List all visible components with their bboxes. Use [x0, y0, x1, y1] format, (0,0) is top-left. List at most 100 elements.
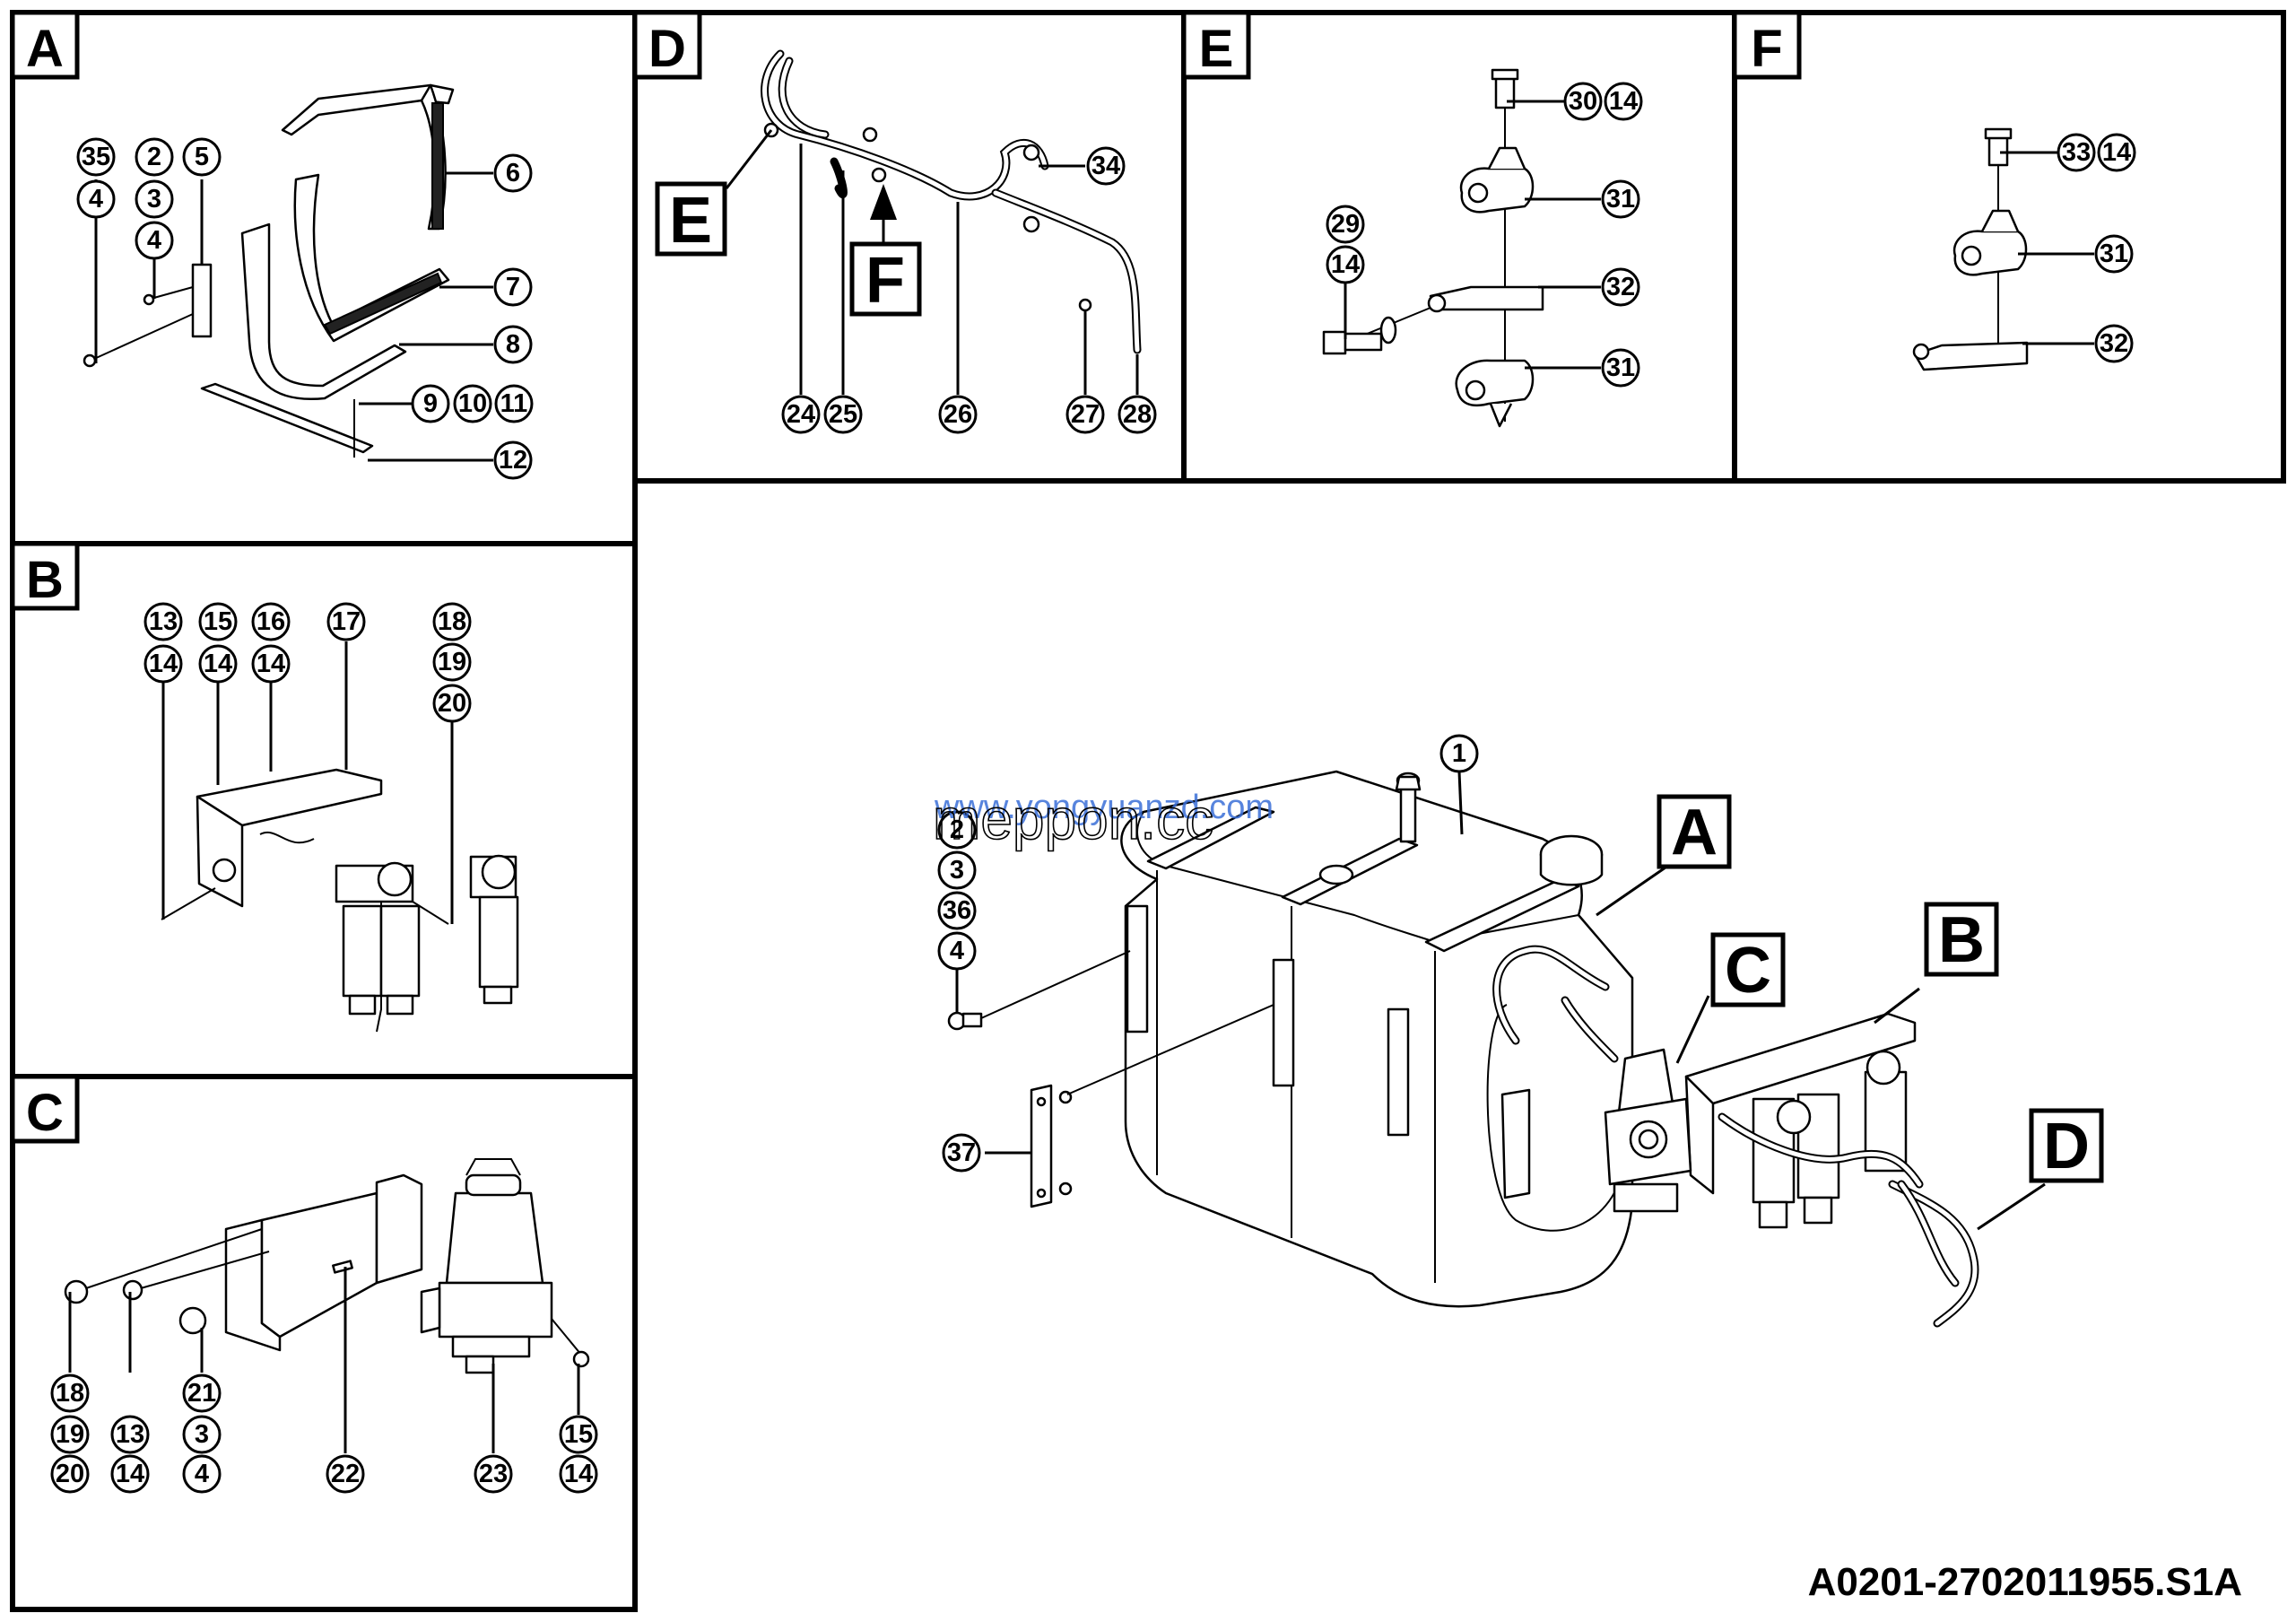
svg-text:25: 25 — [829, 400, 857, 429]
svg-text:3: 3 — [195, 1420, 209, 1449]
panel-e-tag: E — [1181, 10, 1251, 80]
svg-text:24: 24 — [787, 400, 815, 429]
main-callout-d-label: D — [2043, 1111, 2090, 1182]
part-bubble: 23 — [474, 1454, 513, 1494]
part-bubble: 28 — [1118, 395, 1157, 434]
svg-text:15: 15 — [204, 607, 232, 636]
panel-d-bubbles: 34 24 25 26 27 28 — [781, 146, 1157, 434]
part-bubble: 14 — [559, 1454, 598, 1494]
part-bubble: 4 — [135, 221, 174, 260]
document-number: A0201-2702011955.S1A — [1808, 1560, 2242, 1604]
part-bubble: 35 — [76, 137, 116, 177]
svg-text:30: 30 — [1569, 87, 1597, 116]
part-bubble: 14 — [251, 644, 291, 684]
part-bubble: 8 — [493, 325, 533, 364]
part-bubble: 14 — [110, 1454, 150, 1494]
main-callout-d: D — [2029, 1108, 2104, 1183]
part-bubble: 32 — [2094, 324, 2134, 363]
svg-text:20: 20 — [56, 1460, 84, 1488]
part-bubble: 3 — [182, 1415, 222, 1454]
svg-text:17: 17 — [332, 607, 361, 636]
panel-a-label: A — [26, 20, 64, 78]
part-bubble: 10 — [453, 384, 492, 423]
main-callout-c-label: C — [1725, 935, 1771, 1007]
svg-text:14: 14 — [149, 650, 178, 678]
panel-a-tag: A — [10, 10, 80, 80]
svg-text:31: 31 — [1606, 353, 1635, 382]
part-bubble: 11 — [494, 384, 534, 423]
part-bubble: 31 — [2094, 234, 2134, 274]
part-bubble: 1 — [1439, 734, 1479, 773]
part-bubble: 31 — [1601, 179, 1640, 219]
part-bubble: 29 — [1326, 205, 1365, 244]
panel-d-label: D — [648, 20, 686, 78]
panel-b-bubbles: 13 14 15 14 16 14 17 18 19 20 — [144, 602, 472, 723]
part-bubble: 6 — [493, 153, 533, 193]
part-bubble: 4 — [937, 931, 977, 971]
arrow-f — [870, 184, 897, 220]
part-bubble: 12 — [493, 440, 533, 480]
panel-e-label: E — [1199, 20, 1234, 78]
svg-text:18: 18 — [438, 607, 466, 636]
part-bubble: 14 — [2097, 133, 2136, 172]
svg-text:14: 14 — [204, 650, 232, 678]
main-bubbles: 1 2 3 36 4 37 — [937, 734, 1479, 1173]
part-bubble: 14 — [1604, 82, 1643, 121]
svg-text:32: 32 — [1606, 273, 1635, 301]
panel-c-frame — [10, 1074, 638, 1612]
svg-text:32: 32 — [2100, 329, 2128, 358]
main-callout-b-label: B — [1938, 904, 1985, 976]
svg-text:29: 29 — [1331, 210, 1360, 239]
svg-text:16: 16 — [257, 607, 285, 636]
detail-callout-f: F — [849, 241, 922, 317]
part-bubble: 16 — [251, 602, 291, 641]
panel-a-frame — [10, 10, 638, 546]
svg-text:10: 10 — [458, 389, 487, 418]
part-bubble: 15 — [559, 1415, 598, 1454]
svg-text:28: 28 — [1123, 400, 1152, 429]
svg-text:14: 14 — [257, 650, 285, 678]
svg-text:23: 23 — [479, 1460, 508, 1488]
svg-text:14: 14 — [1331, 250, 1360, 279]
part-bubble: 32 — [1601, 267, 1640, 307]
part-bubble: 3 — [937, 850, 977, 890]
svg-text:1: 1 — [1452, 739, 1466, 768]
main-callout-a-label: A — [1671, 797, 1718, 868]
svg-text:3: 3 — [147, 185, 161, 214]
part-bubble: 13 — [144, 602, 183, 641]
part-bubble: 22 — [326, 1454, 365, 1494]
main-callout-c: C — [1710, 932, 1786, 1007]
panel-f-tag: F — [1732, 10, 1802, 80]
part-bubble: 26 — [938, 395, 978, 434]
panel-b-illustration — [161, 768, 519, 1033]
part-bubble: 18 — [50, 1373, 90, 1413]
detail-callout-e: E — [655, 181, 727, 257]
part-bubble: 7 — [493, 267, 533, 307]
part-bubble: 4 — [76, 179, 116, 219]
svg-text:14: 14 — [564, 1460, 593, 1488]
svg-text:13: 13 — [149, 607, 178, 636]
svg-text:18: 18 — [56, 1379, 84, 1408]
svg-text:9: 9 — [423, 389, 438, 418]
svg-text:13: 13 — [116, 1420, 144, 1449]
part-bubble: 25 — [823, 395, 863, 434]
panel-c-illustration — [64, 1158, 590, 1374]
svg-text:15: 15 — [564, 1420, 593, 1449]
main-callout-a: A — [1657, 794, 1732, 869]
part-bubble: 20 — [50, 1454, 90, 1494]
part-bubble: 4 — [182, 1454, 222, 1494]
svg-text:14: 14 — [1609, 87, 1638, 116]
panel-f-bubbles: 33 14 31 32 — [2057, 133, 2136, 363]
svg-text:37: 37 — [947, 1138, 976, 1167]
part-bubble: 33 — [2057, 133, 2096, 172]
part-bubble: 34 — [1086, 146, 1126, 186]
part-bubble: 9 — [411, 384, 450, 423]
part-bubble: 2 — [135, 137, 174, 177]
svg-text:2: 2 — [950, 815, 964, 844]
watermark-url: www.yongyuanzd.com — [934, 789, 1274, 826]
svg-text:4: 4 — [195, 1460, 209, 1488]
panel-f-illustration — [1912, 127, 2029, 371]
svg-text:14: 14 — [116, 1460, 144, 1488]
part-bubble: 20 — [432, 684, 472, 723]
panel-e-frame — [1181, 10, 1737, 484]
